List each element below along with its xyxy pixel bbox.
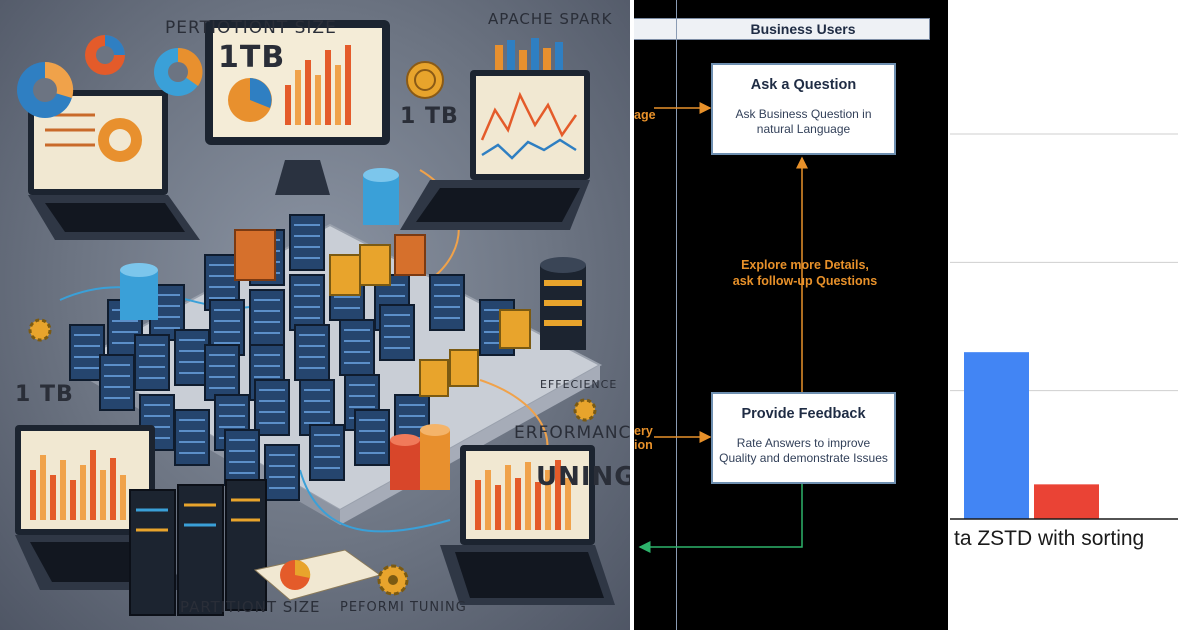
server-rack <box>294 324 330 381</box>
bar <box>1034 484 1099 519</box>
left-fragment-label: age <box>634 108 656 122</box>
size-1tb-right: 1 TB <box>400 104 459 129</box>
pie-chart-bottom <box>253 549 382 601</box>
server-rack <box>174 409 210 466</box>
orange-cubes <box>234 229 531 397</box>
return-arrow <box>638 484 803 553</box>
coin-icon <box>406 61 444 99</box>
ask-question-title: Ask a Question <box>750 77 857 93</box>
server-rack <box>309 424 345 481</box>
left-fragment-label: ion <box>634 438 653 452</box>
server-rack <box>224 429 260 486</box>
laptop-top-left <box>28 90 200 240</box>
server-rack <box>339 319 375 376</box>
server-rack <box>379 304 415 361</box>
performance-label: ERFORMANCE <box>514 423 630 443</box>
server-racks <box>69 214 515 501</box>
left-fragment-label: ery <box>634 424 653 438</box>
ask-question-box: Ask a Question Ask Business Question in … <box>711 63 896 155</box>
bar-chart-panel: ta ZSTD with sorting <box>950 0 1200 630</box>
lane-divider <box>676 0 677 630</box>
partition-size-bottom: PARTITIONT SIZE <box>180 598 321 616</box>
apache-spark-label: APACHE SPARK <box>488 10 613 28</box>
lane-header-left <box>634 18 676 40</box>
provide-feedback-desc: Rate Answers to improve Quality and demo… <box>719 436 888 465</box>
server-rack <box>354 409 390 466</box>
category-label: ta ZSTD with sorting <box>954 527 1145 550</box>
server-rack <box>134 334 170 391</box>
lane-header: Business Users <box>676 18 930 40</box>
efficiency-label: EFFECIENCE <box>540 378 618 391</box>
size-1tb-top: 1TB <box>218 40 286 75</box>
server-rack <box>264 444 300 501</box>
provide-feedback-box: Provide Feedback Rate Answers to improve… <box>711 392 896 484</box>
server-rack <box>204 344 240 401</box>
server-rack <box>289 274 325 331</box>
flow-line <box>299 469 451 533</box>
tuning-label: UNING <box>536 462 630 492</box>
size-1tb-left: 1 TB <box>15 382 74 407</box>
monitor-center <box>205 20 390 195</box>
performance-tuning-bottom: PEFORMI TUNING <box>340 600 467 615</box>
server-rack <box>174 329 210 386</box>
explore-label: Explore more Details, ask follow-up Ques… <box>732 258 878 288</box>
server-rack <box>249 289 285 346</box>
bar <box>964 352 1029 519</box>
server-rack <box>429 274 465 331</box>
spark-bars <box>495 38 563 70</box>
donut-charts <box>17 35 203 118</box>
ask-question-desc: Ask Business Question in natural Languag… <box>735 107 872 136</box>
illustration-panel: PERTIOTIONT SIZE 1TB APACHE SPARK 1 TB 1… <box>0 0 630 630</box>
isometric-illustration <box>15 20 615 616</box>
server-rack <box>99 354 135 411</box>
diagram-arrows <box>638 102 808 553</box>
server-rack <box>254 379 290 436</box>
server-towers <box>129 479 267 616</box>
partition-size-title: PERTIOTIONT SIZE <box>165 18 337 38</box>
server-rack <box>69 324 105 381</box>
database-cylinders <box>120 168 586 490</box>
gear-icon <box>28 318 597 596</box>
laptop-bottom-right <box>440 445 615 605</box>
bar-chart <box>950 133 1178 520</box>
provide-feedback-title: Provide Feedback <box>741 406 866 422</box>
flow-diagram-panel: Business Users age ery ion Ask a Questio… <box>634 0 948 630</box>
server-rack <box>289 214 325 271</box>
laptop-top-right <box>400 70 590 230</box>
